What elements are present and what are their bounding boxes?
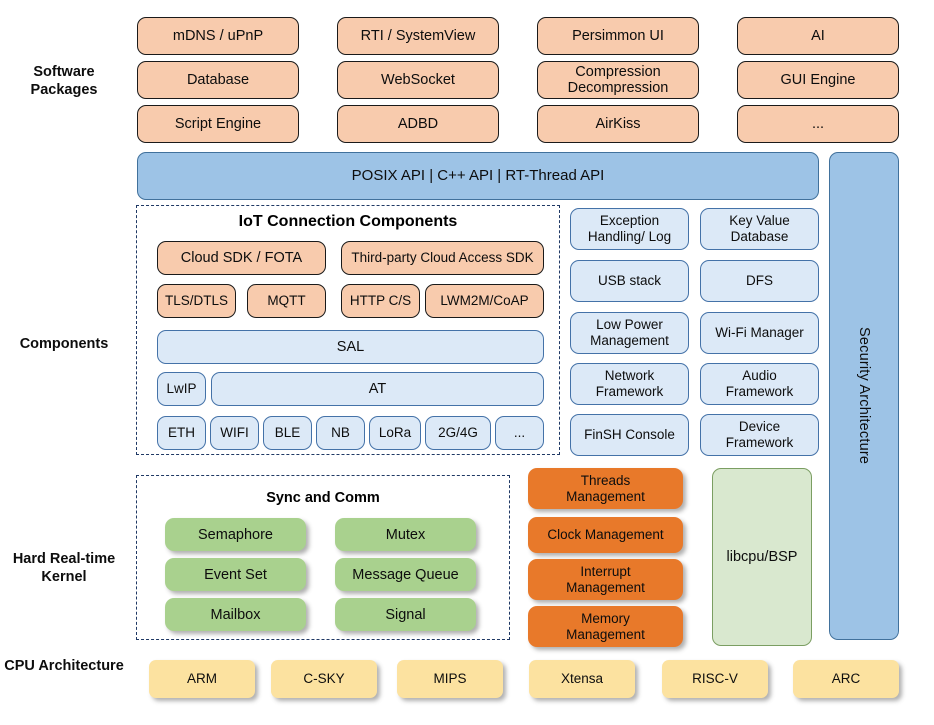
iot-connection-group bbox=[136, 205, 560, 455]
cpu-arch-box[interactable]: C-SKY bbox=[271, 660, 377, 698]
iot-box[interactable]: Cloud SDK / FOTA bbox=[157, 241, 326, 275]
iot-box[interactable]: NB bbox=[316, 416, 365, 450]
sync-box[interactable]: Mailbox bbox=[165, 598, 306, 631]
component-box[interactable]: Wi-Fi Manager bbox=[700, 312, 819, 354]
iot-box[interactable]: Third-party Cloud Access SDK bbox=[341, 241, 544, 275]
cpu-arch-box[interactable]: RISC-V bbox=[662, 660, 768, 698]
package-box[interactable]: Database bbox=[137, 61, 299, 99]
iot-box[interactable]: ETH bbox=[157, 416, 206, 450]
row-label-cpu-architecture: CPU Architecture bbox=[4, 658, 124, 674]
security-architecture-column[interactable]: Security Architecture bbox=[829, 152, 899, 640]
package-box[interactable]: WebSocket bbox=[337, 61, 499, 99]
iot-box[interactable]: LWM2M/CoAP bbox=[425, 284, 544, 318]
sync-box[interactable]: Event Set bbox=[165, 558, 306, 591]
sync-box[interactable]: Message Queue bbox=[335, 558, 476, 591]
iot-box[interactable]: ... bbox=[495, 416, 544, 450]
libcpu-bsp-box[interactable]: libcpu/BSP bbox=[712, 468, 812, 646]
package-box[interactable]: Script Engine bbox=[137, 105, 299, 143]
component-box[interactable]: Key Value Database bbox=[700, 208, 819, 250]
component-box[interactable]: Exception Handling/ Log bbox=[570, 208, 689, 250]
sync-and-comm-group bbox=[136, 475, 510, 640]
iot-box[interactable]: AT bbox=[211, 372, 544, 406]
kernel-management-box[interactable]: Memory Management bbox=[528, 606, 683, 647]
package-box[interactable]: Persimmon UI bbox=[537, 17, 699, 55]
iot-box[interactable]: 2G/4G bbox=[425, 416, 491, 450]
package-box[interactable]: AirKiss bbox=[537, 105, 699, 143]
cpu-arch-box[interactable]: Xtensa bbox=[529, 660, 635, 698]
sync-box[interactable]: Signal bbox=[335, 598, 476, 631]
iot-box[interactable]: LoRa bbox=[369, 416, 421, 450]
row-label-kernel: Hard Real-time Kernel bbox=[12, 551, 116, 585]
iot-box[interactable]: TLS/DTLS bbox=[157, 284, 236, 318]
sync-and-comm-title: Sync and Comm bbox=[266, 490, 380, 506]
component-box[interactable]: FinSH Console bbox=[570, 414, 689, 456]
iot-box[interactable]: MQTT bbox=[247, 284, 326, 318]
row-label-components: Components bbox=[19, 336, 109, 352]
security-architecture-label: Security Architecture bbox=[856, 327, 872, 465]
cpu-arch-box[interactable]: ARM bbox=[149, 660, 255, 698]
component-box[interactable]: Audio Framework bbox=[700, 363, 819, 405]
component-box[interactable]: DFS bbox=[700, 260, 819, 302]
component-box[interactable]: USB stack bbox=[570, 260, 689, 302]
iot-box[interactable]: WIFI bbox=[210, 416, 259, 450]
component-box[interactable]: Low Power Management bbox=[570, 312, 689, 354]
kernel-management-box[interactable]: Threads Management bbox=[528, 468, 683, 509]
sync-box[interactable]: Semaphore bbox=[165, 518, 306, 551]
sync-box[interactable]: Mutex bbox=[335, 518, 476, 551]
package-box[interactable]: GUI Engine bbox=[737, 61, 899, 99]
package-box[interactable]: Compression Decompression bbox=[537, 61, 699, 99]
iot-box[interactable]: HTTP C/S bbox=[341, 284, 420, 318]
iot-sal-box[interactable]: SAL bbox=[157, 330, 544, 364]
cpu-arch-box[interactable]: MIPS bbox=[397, 660, 503, 698]
package-box[interactable]: ADBD bbox=[337, 105, 499, 143]
component-box[interactable]: Network Framework bbox=[570, 363, 689, 405]
package-box[interactable]: ... bbox=[737, 105, 899, 143]
kernel-management-box[interactable]: Interrupt Management bbox=[528, 559, 683, 600]
cpu-arch-box[interactable]: ARC bbox=[793, 660, 899, 698]
iot-connection-title: IoT Connection Components bbox=[238, 213, 458, 230]
kernel-management-box[interactable]: Clock Management bbox=[528, 517, 683, 553]
iot-box[interactable]: BLE bbox=[263, 416, 312, 450]
component-box[interactable]: Device Framework bbox=[700, 414, 819, 456]
iot-box[interactable]: LwIP bbox=[157, 372, 206, 406]
row-label-software-packages: Software Packages bbox=[30, 64, 98, 98]
package-box[interactable]: AI bbox=[737, 17, 899, 55]
api-bar[interactable]: POSIX API | C++ API | RT-Thread API bbox=[137, 152, 819, 200]
package-box[interactable]: mDNS / uPnP bbox=[137, 17, 299, 55]
package-box[interactable]: RTI / SystemView bbox=[337, 17, 499, 55]
